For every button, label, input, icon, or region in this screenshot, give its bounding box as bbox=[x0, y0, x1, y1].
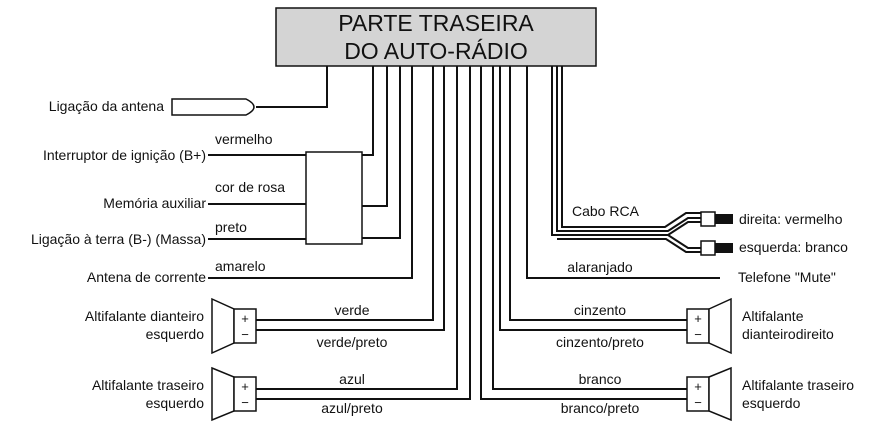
label-wire-red: vermelho bbox=[215, 131, 273, 147]
wire-white bbox=[492, 66, 687, 390]
fr-minus: − bbox=[694, 327, 702, 342]
label-antenna: Ligação da antena bbox=[49, 98, 164, 114]
label-wire-grey-black: cinzento/preto bbox=[556, 334, 644, 350]
label-wire-orange: alaranjado bbox=[567, 259, 633, 275]
label-ignition: Interruptor de ignição (B+) bbox=[43, 147, 206, 163]
label-wire-black: preto bbox=[215, 219, 247, 235]
label-rear-right-1: Altifalante traseiro bbox=[742, 377, 854, 393]
wire-white-black bbox=[480, 66, 687, 400]
speaker-front-right-icon bbox=[686, 297, 732, 355]
rca-cable bbox=[551, 66, 701, 253]
rl-minus: − bbox=[241, 395, 249, 410]
header-title-line1: PARTE TRASEIRA bbox=[338, 10, 534, 36]
wire-red-up bbox=[362, 66, 374, 156]
rca-plug-right-icon bbox=[700, 211, 733, 227]
antenna-plug-icon bbox=[171, 98, 255, 116]
label-front-right-1: Altifalante bbox=[742, 308, 804, 324]
wire-grey bbox=[509, 66, 687, 321]
label-power-antenna: Antena de corrente bbox=[87, 269, 206, 285]
label-wire-green: verde bbox=[334, 302, 369, 318]
label-rear-left-1: Altifalante traseiro bbox=[92, 377, 204, 393]
speaker-front-left-icon bbox=[211, 297, 257, 355]
label-ground: Ligação à terra (B-) (Massa) bbox=[31, 231, 206, 247]
wire-black-up bbox=[362, 66, 401, 239]
fl-plus: + bbox=[241, 311, 249, 326]
label-rca: Cabo RCA bbox=[572, 203, 640, 219]
label-rca-right: direita: vermelho bbox=[739, 211, 843, 227]
fl-minus: − bbox=[241, 327, 249, 342]
wire-antenna bbox=[256, 66, 328, 108]
fr-plus: + bbox=[694, 311, 702, 326]
junction-box bbox=[305, 151, 363, 245]
wire-blue-black bbox=[256, 66, 471, 400]
rca-plug-left-icon bbox=[700, 240, 733, 256]
label-wire-white-black: branco/preto bbox=[561, 400, 640, 416]
label-wire-yellow: amarelo bbox=[215, 258, 266, 274]
label-wire-green-black: verde/preto bbox=[317, 334, 388, 350]
rr-plus: + bbox=[694, 379, 702, 394]
label-wire-pink: cor de rosa bbox=[215, 179, 285, 195]
header-title-line2: DO AUTO-RÁDIO bbox=[344, 38, 528, 64]
label-rca-left: esquerda: branco bbox=[739, 239, 848, 255]
label-wire-grey: cinzento bbox=[574, 302, 626, 318]
label-front-left-1: Altifalante dianteiro bbox=[85, 308, 204, 324]
radio-back-box bbox=[275, 7, 597, 67]
wire-green-black bbox=[256, 66, 445, 331]
label-front-right-2: dianteirodireito bbox=[742, 326, 834, 342]
label-wire-blue-black: azul/preto bbox=[321, 400, 383, 416]
label-mute: Telefone "Mute" bbox=[738, 269, 836, 285]
wire-green bbox=[256, 66, 434, 321]
wire-grey-black bbox=[499, 66, 687, 331]
rr-minus: − bbox=[694, 395, 702, 410]
wire-orange bbox=[526, 66, 720, 279]
label-wire-white: branco bbox=[579, 371, 622, 387]
label-rear-left-2: esquerdo bbox=[146, 395, 205, 411]
label-memory: Memória auxiliar bbox=[103, 195, 206, 211]
wire-pink-up bbox=[362, 66, 388, 207]
wire-blue bbox=[256, 66, 458, 390]
label-wire-blue: azul bbox=[339, 371, 365, 387]
wire-yellow bbox=[208, 66, 413, 279]
label-rear-right-2: esquerdo bbox=[742, 395, 801, 411]
speaker-rear-right-icon bbox=[686, 366, 732, 422]
rl-plus: + bbox=[241, 379, 249, 394]
label-front-left-2: esquerdo bbox=[146, 326, 205, 342]
speaker-rear-left-icon bbox=[211, 366, 257, 422]
